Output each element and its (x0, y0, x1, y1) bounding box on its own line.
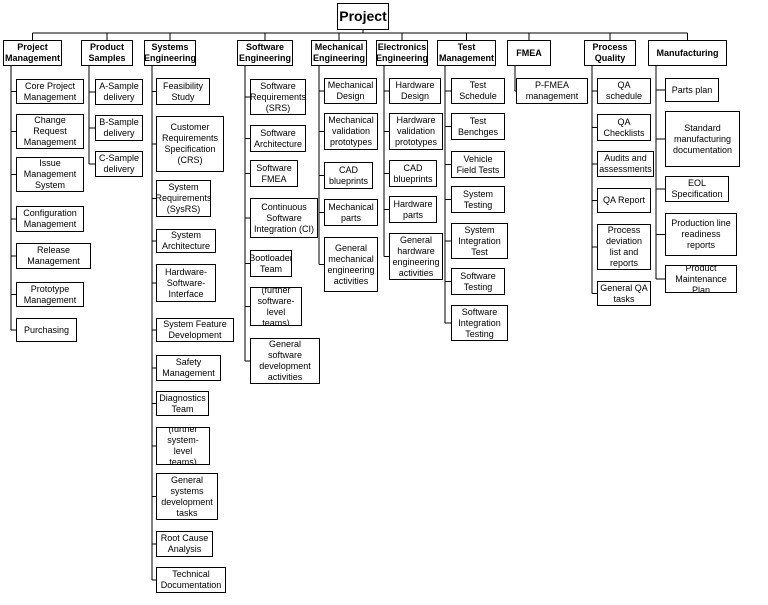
work-package-node: Vehicle Field Tests (451, 151, 505, 178)
category-head: Manufacturing (648, 40, 727, 66)
work-package-node: Purchasing (16, 318, 77, 342)
work-package-node: Safety Management (156, 355, 221, 381)
work-package-node: QA Checklists (597, 114, 651, 141)
work-package-node: Hardware Design (389, 78, 441, 104)
work-package-node: Software Architecture (250, 125, 306, 152)
work-package-node: Prototype Management (16, 282, 84, 307)
work-package-node: Hardware validation prototypes (389, 113, 443, 150)
work-package-node: Bootloader Team (250, 250, 292, 277)
work-package-node: System Requirements (SysRS) (156, 180, 211, 217)
work-package-node: (further software- level teams) (250, 287, 302, 326)
work-package-node: Standard manufacturing documentation (665, 111, 740, 167)
category-head: Electronics Engineering (376, 40, 428, 66)
work-package-node: General QA tasks (597, 281, 651, 306)
work-package-node: Change Request Management (16, 114, 84, 149)
work-package-node: System Integration Test (451, 223, 508, 259)
work-package-node: System Architecture (156, 229, 216, 253)
root-node: Project (337, 3, 389, 30)
work-package-node: Root Cause Analysis (156, 531, 213, 557)
work-package-node: Issue Management System (16, 157, 84, 192)
work-package-node: P-FMEA management (516, 78, 588, 104)
work-package-node: Software Integration Testing (451, 305, 508, 341)
work-package-node: C-Sample delivery (95, 151, 143, 177)
work-package-node: System Testing (451, 186, 505, 213)
work-package-node: Customer Requirements Specification (CRS… (156, 116, 224, 172)
work-package-node: Product Maintenance Plan (665, 265, 737, 293)
work-package-node: Continuous Software Integration (CI) (250, 198, 318, 238)
work-package-node: A-Sample delivery (95, 79, 143, 105)
work-package-node: Process deviation list and reports (597, 224, 651, 270)
work-package-node: CAD blueprints (324, 162, 373, 189)
work-package-node: Diagnostics Team (156, 391, 209, 416)
work-package-node: Software Requirements (SRS) (250, 79, 306, 115)
work-package-node: Test Benchges (451, 113, 505, 140)
category-head: Project Management (3, 40, 62, 66)
work-package-node: (further system-level teams) (156, 427, 210, 465)
work-package-node: QA schedule (597, 78, 651, 104)
work-package-node: QA Report (597, 188, 651, 213)
work-package-node: Parts plan (665, 78, 719, 102)
work-package-node: Release Management (16, 243, 91, 269)
work-package-node: Audits and assessments (597, 151, 654, 177)
work-package-node: B-Sample delivery (95, 115, 143, 141)
category-head: FMEA (507, 40, 551, 66)
category-head: Test Management (437, 40, 496, 66)
category-head: Mechanical Engineering (311, 40, 367, 66)
work-package-node: General software development activities (250, 338, 320, 384)
work-package-node: Software Testing (451, 268, 505, 295)
category-head: Software Engineering (237, 40, 293, 66)
work-package-node: System Feature Development (156, 318, 234, 342)
work-package-node: CAD blueprints (389, 160, 437, 187)
work-package-node: Hardware- Software- Interface (156, 264, 216, 302)
work-package-node: EOL Specification (665, 176, 729, 202)
work-package-node: Software FMEA (250, 160, 298, 187)
category-head: Process Quality (584, 40, 636, 66)
work-package-node: General hardware engineering activities (389, 233, 443, 280)
work-package-node: General systems development tasks (156, 473, 218, 520)
work-package-node: Production line readiness reports (665, 213, 737, 256)
work-package-node: General mechanical engineering activitie… (324, 237, 378, 292)
category-head: Product Samples (81, 40, 133, 66)
work-package-node: Configuration Management (16, 206, 84, 232)
work-package-node: Mechanical parts (324, 199, 378, 226)
work-package-node: Mechanical validation prototypes (324, 113, 378, 150)
work-package-node: Test Schedule (451, 78, 505, 104)
work-package-node: Technical Documentation (156, 567, 226, 593)
category-head: Systems Engineering (144, 40, 196, 66)
work-package-node: Mechanical Design (324, 78, 377, 104)
work-package-node: Feasibility Study (156, 78, 210, 105)
work-package-node: Hardware parts (389, 196, 437, 223)
work-package-node: Core Project Management (16, 79, 84, 104)
